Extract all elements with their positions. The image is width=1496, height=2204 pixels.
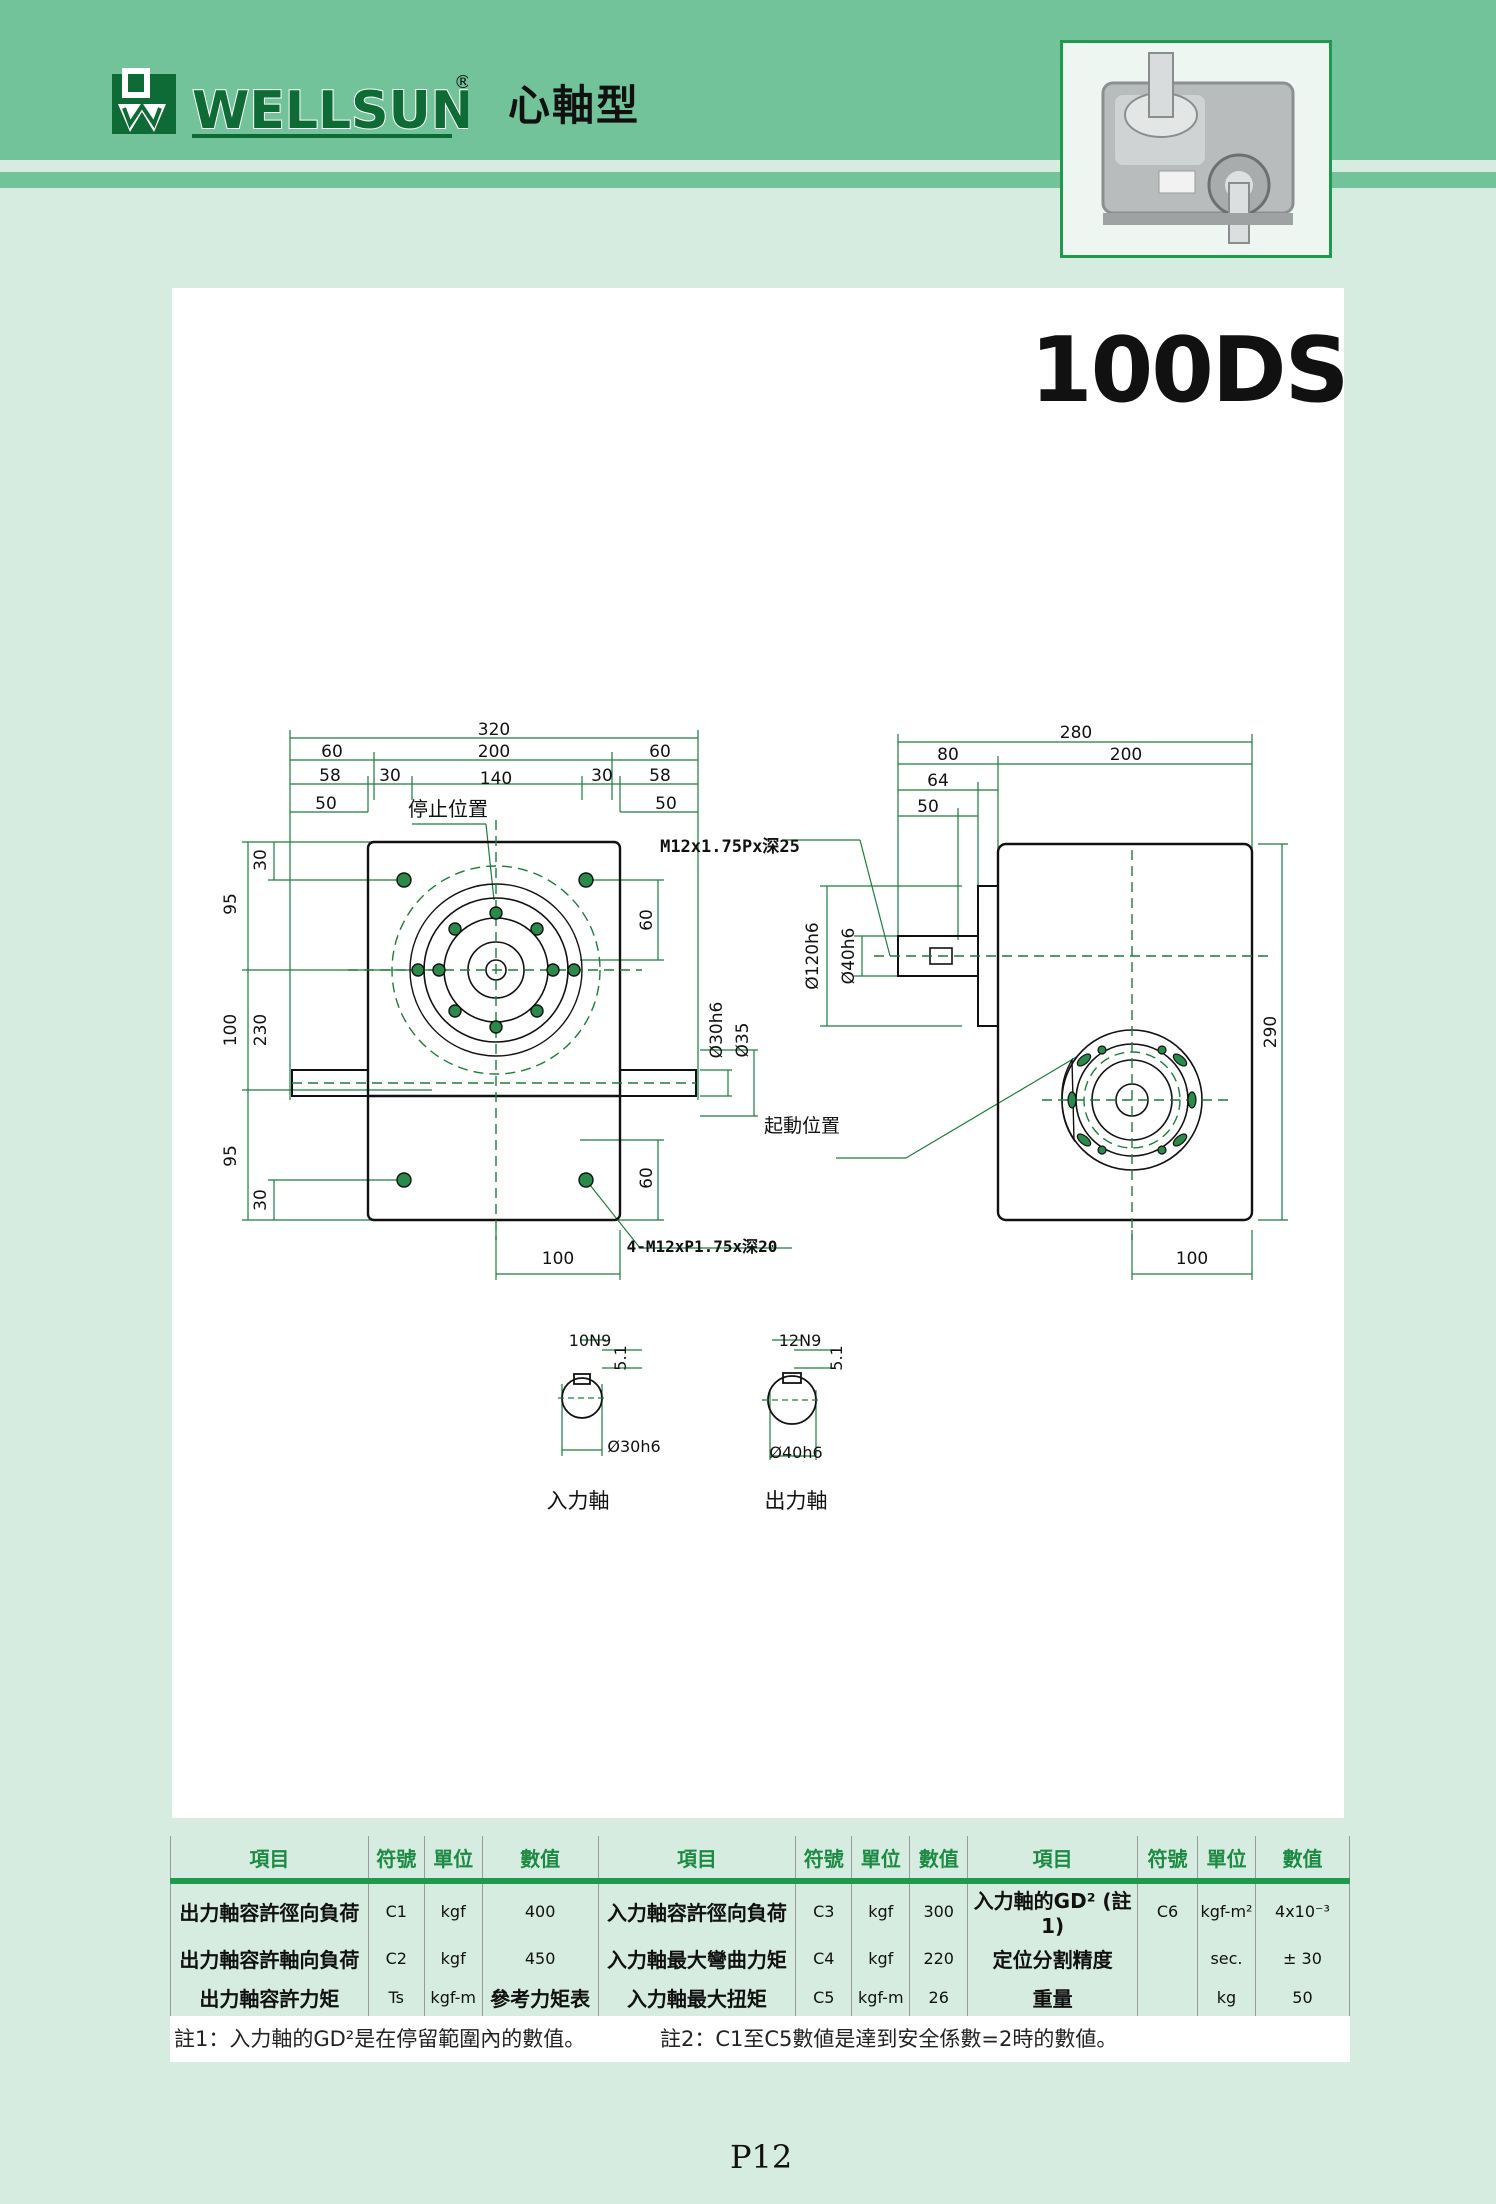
svg-text:200: 200 <box>1110 745 1142 765</box>
svg-text:30: 30 <box>251 849 271 871</box>
col-header: 單位 <box>1197 1836 1256 1881</box>
page-number: P12 <box>730 2138 793 2176</box>
svg-text:200: 200 <box>478 742 510 762</box>
svg-text:12N9: 12N9 <box>779 1331 822 1350</box>
tap-note-front: 4-M12xP1.75x深20 <box>627 1237 778 1256</box>
note-1: 註1：入力軸的GD²是在停留範圍內的數值。 <box>174 2027 586 2051</box>
col-header: 項目 <box>598 1836 797 1881</box>
svg-text:230: 230 <box>251 1014 271 1046</box>
product-photo <box>1060 40 1332 258</box>
svg-text:95: 95 <box>221 1145 241 1167</box>
svg-text:100: 100 <box>1176 1249 1208 1269</box>
brand-text: WELLSUN <box>192 81 468 141</box>
svg-text:50: 50 <box>917 797 939 817</box>
table-row: 出力軸容許力矩 Ts kgf-m 參考力矩表 入力軸最大扭矩 C5 kgf-m … <box>170 1978 1351 2019</box>
wellsun-logo: WELLSUN ® <box>112 68 468 142</box>
svg-text:60: 60 <box>637 909 657 931</box>
col-header: 符號 <box>368 1836 425 1881</box>
svg-text:50: 50 <box>655 794 677 814</box>
svg-text:80: 80 <box>937 745 959 765</box>
svg-text:30: 30 <box>251 1189 271 1211</box>
col-header: 數值 <box>1255 1836 1351 1881</box>
col-header: 符號 <box>795 1836 853 1881</box>
svg-text:Ø40h6: Ø40h6 <box>839 928 859 985</box>
side-view <box>897 842 1254 1222</box>
model-number: 100DS <box>1030 318 1349 423</box>
svg-text:290: 290 <box>1261 1016 1281 1048</box>
svg-text:64: 64 <box>927 771 949 791</box>
stop-position-label: 停止位置 <box>408 797 488 821</box>
svg-text:280: 280 <box>1060 723 1092 743</box>
start-position-label: 起動位置 <box>764 1115 840 1137</box>
col-header: 單位 <box>851 1836 911 1881</box>
svg-text:100: 100 <box>221 1014 241 1046</box>
svg-text:100: 100 <box>542 1249 574 1269</box>
col-header: 數值 <box>909 1836 969 1881</box>
svg-text:30: 30 <box>591 766 613 786</box>
svg-text:140: 140 <box>480 769 512 789</box>
output-shaft-label: 出力軸 <box>765 1489 828 1513</box>
product-type-title: 心軸型 <box>508 81 641 130</box>
svg-text:Ø30h6: Ø30h6 <box>607 1437 660 1456</box>
svg-text:58: 58 <box>649 766 671 786</box>
tap-note-side: M12x1.75Px深25 <box>660 836 800 857</box>
col-header: 項目 <box>170 1836 369 1881</box>
spec-header-row: 項目 符號 單位 數值 項目 符號 單位 數值 項目 符號 單位 數值 <box>170 1836 1351 1881</box>
col-header: 單位 <box>424 1836 483 1881</box>
col-header: 項目 <box>967 1836 1139 1881</box>
svg-text:5.1: 5.1 <box>611 1345 630 1370</box>
svg-text:Ø40h6: Ø40h6 <box>769 1443 822 1462</box>
svg-text:60: 60 <box>649 742 671 762</box>
col-header: 數值 <box>482 1836 599 1881</box>
svg-text:30: 30 <box>379 766 401 786</box>
table-row: 出力軸容許軸向負荷 C2 kgf 450 入力軸最大彎曲力矩 C4 kgf 22… <box>170 1939 1351 1978</box>
note-2: 註2：C1至C5數値是達到安全係數=2時的數値。 <box>660 2027 1118 2051</box>
svg-text:50: 50 <box>315 794 337 814</box>
svg-text:60: 60 <box>637 1167 657 1189</box>
svg-text:5.1: 5.1 <box>827 1345 846 1370</box>
spec-table: 項目 符號 單位 數值 項目 符號 單位 數值 項目 符號 單位 數值 出力軸容… <box>170 1836 1351 2019</box>
notes-bar: 註1：入力軸的GD²是在停留範圍內的數值。 註2：C1至C5數値是達到安全係數=… <box>170 2016 1350 2062</box>
dim-320: 320 <box>478 720 510 740</box>
svg-text:95: 95 <box>221 893 241 915</box>
technical-drawing: 320 60 200 60 58 30 140 30 58 50 50 停止位置… <box>221 720 1288 1513</box>
indexer-product-photo-icon <box>1101 52 1295 244</box>
input-shaft-label: 入力軸 <box>547 1489 610 1513</box>
svg-text:10N9: 10N9 <box>569 1331 612 1350</box>
spec-table-wrap: 項目 符號 單位 數值 項目 符號 單位 數值 項目 符號 單位 數值 出力軸容… <box>170 1836 1351 2019</box>
svg-text:58: 58 <box>319 766 341 786</box>
svg-text:®: ® <box>454 72 468 93</box>
svg-text:Ø120h6: Ø120h6 <box>803 922 823 989</box>
svg-text:60: 60 <box>321 742 343 762</box>
col-header: 符號 <box>1137 1836 1198 1881</box>
svg-text:Ø30h6: Ø30h6 <box>707 1002 727 1059</box>
table-row: 出力軸容許徑向負荷 C1 kgf 400 入力軸容許徑向負荷 C3 kgf 30… <box>170 1881 1351 1939</box>
svg-text:Ø35: Ø35 <box>733 1022 753 1057</box>
